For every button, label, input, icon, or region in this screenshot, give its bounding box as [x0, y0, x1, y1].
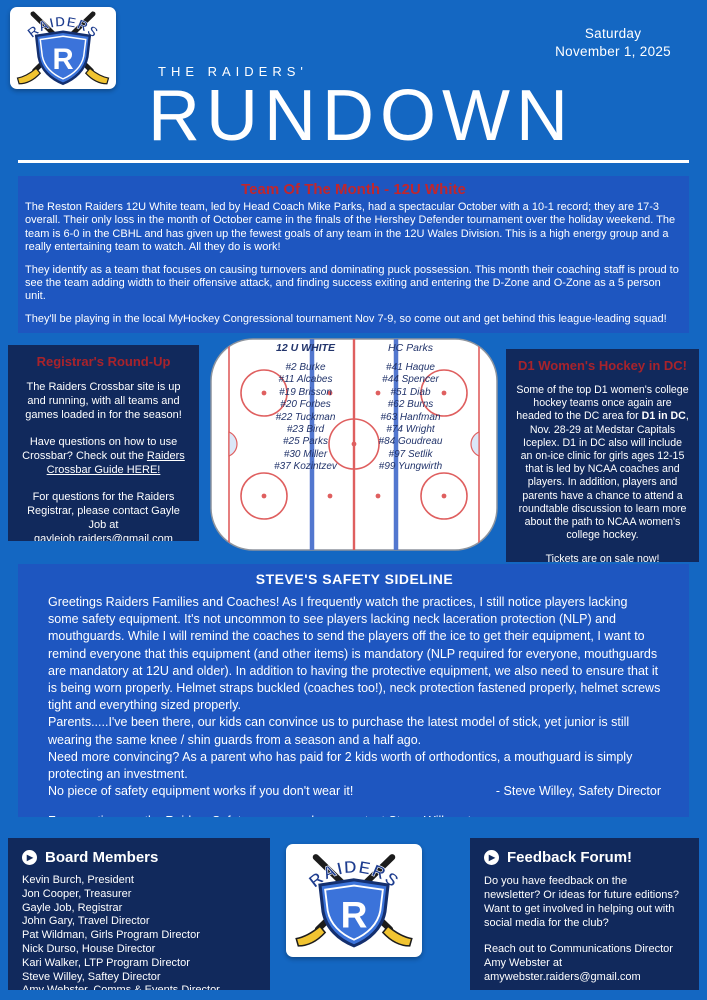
roster-player: #25 Parks [282, 436, 329, 448]
d1-body: Some of the top D1 women's college hocke… [516, 384, 689, 542]
board-member: Amy Webster, Comms & Events Director [22, 984, 256, 990]
board-panel: ▶ Board Members Kevin Burch, President J… [8, 838, 270, 990]
raiders-logo-icon [14, 9, 112, 87]
d1-body-suffix: , Nov. 28-29 at Medstar Capitals Iceplex… [518, 410, 689, 542]
registrar-paragraph-1: The Raiders Crossbar site is up and runn… [25, 381, 182, 421]
tickets-prefix: Tickets are [545, 553, 600, 562]
arrow-icon: ▶ [484, 850, 499, 865]
registrar-contact-text: For questions for the Raiders Registrar,… [27, 491, 180, 541]
registrar-panel: Registrar's Round-Up The Raiders Crossba… [8, 345, 199, 541]
safety-signature: - Steve Willey, Safety Director [495, 784, 661, 799]
safety-title: STEVE'S SAFETY SIDELINE [255, 571, 454, 587]
roster-player: #41 Haque [386, 362, 435, 373]
masthead-title: RUNDOWN [148, 76, 574, 156]
safety-contact-text: For questions on the Raiders Safety prog… [48, 813, 661, 817]
roster-column-12u-white: 12 U WHITE #2 Burke #11 Alcabes #19 Bris… [238, 342, 373, 474]
safety-panel: STEVE'S SAFETY SIDELINE Greetings Raider… [18, 564, 689, 817]
feedback-paragraph-2: Reach out to Communications Director Amy… [484, 943, 673, 983]
board-member: Jon Cooper, Treasurer [22, 887, 132, 900]
roster-player: #37 Kozintzev [274, 461, 337, 473]
masthead-kicker: THE RAIDERS' [158, 64, 308, 79]
team-of-month-title: Team Of The Month - 12U White [241, 181, 466, 198]
arrow-icon: ▶ [22, 850, 37, 865]
feedback-paragraph-1: Do you have feedback on the newsletter? … [484, 875, 680, 929]
roster-column-hc-parks: HC Parks #41 Haque #44 Spencer #51 Diab … [353, 342, 468, 474]
roster-player: #20 Forbes [280, 399, 331, 411]
roster-player: #2 Burke [285, 362, 326, 373]
registrar-question-text: Have questions on how to use Crossbar? C… [22, 436, 178, 462]
board-member: John Gary, Travel Director [22, 915, 150, 928]
roster-player: #44 Spencer [382, 374, 439, 386]
roster-right-header: HC Parks [388, 342, 433, 354]
roster-player: #63 Hanfman [380, 411, 441, 423]
raiders-logo-bottom [286, 844, 422, 957]
board-title-row: ▶ Board Members [22, 849, 256, 866]
tickets-suffix: now! [634, 553, 660, 562]
board-member: Kari Walker, LTP Program Director [22, 956, 190, 969]
registrar-paragraph-2: Have questions on how to use Crossbar? C… [18, 435, 189, 477]
safety-paragraph-4: No piece of safety equipment works if yo… [48, 784, 354, 799]
safety-paragraph-3: Need more convincing? As a parent who ha… [48, 749, 633, 782]
raiders-logo-top [10, 7, 116, 89]
crossbar-guide-link[interactable]: Raiders Crossbar Guide HERE! [46, 450, 185, 476]
board-member: Kevin Burch, President [22, 874, 134, 886]
roster-player: #99 Yungwirth [378, 461, 443, 473]
roster-player: #84 Goudreau [378, 436, 443, 448]
registrar-title: Registrar's Round-Up [36, 354, 171, 369]
board-member: Gayle Job, Registrar [22, 901, 123, 914]
board-member: Pat Wildman, Girls Program Director [22, 929, 200, 942]
roster-player: #19 Brisson [279, 386, 332, 398]
team-paragraph-2: They identify as a team that focuses on … [25, 263, 679, 303]
team-of-month-panel: Team Of The Month - 12U White The Reston… [18, 176, 689, 333]
d1-panel: D1 Women's Hockey in DC! Some of the top… [506, 349, 699, 562]
roster-player: #11 Alcabes [278, 374, 333, 386]
feedback-title: Feedback Forum! [507, 849, 633, 866]
feedback-title-row: ▶ Feedback Forum! [484, 849, 685, 866]
team-paragraph-1: The Reston Raiders 12U White team, led b… [25, 201, 676, 254]
board-member: Nick Durso, House Director [22, 942, 156, 955]
board-title: Board Members [45, 849, 159, 866]
roster-player: #30 Miller [283, 448, 328, 460]
safety-paragraph-1: Greetings Raiders Families and Coaches! … [48, 595, 661, 713]
d1-body-bold: D1 in DC [641, 410, 686, 423]
roster-left-header: 12 U WHITE [276, 342, 335, 354]
issue-date: Saturday November 1, 2025 [555, 25, 671, 61]
d1-tickets-line: Tickets are on sale now! [516, 553, 689, 562]
masthead-divider [18, 160, 689, 163]
team-paragraph-3: They'll be playing in the local MyHockey… [25, 312, 667, 325]
rink-graphic: 12 U WHITE #2 Burke #11 Alcabes #19 Bris… [208, 336, 500, 553]
board-member: Steve Willey, Saftey Director [22, 970, 161, 983]
roster-player: #51 Diab [390, 386, 431, 398]
safety-paragraph-2: Parents.....I've been there, our kids ca… [48, 715, 630, 747]
rink-icon [210, 338, 498, 551]
d1-title: D1 Women's Hockey in DC! [518, 358, 687, 373]
safety-last-line: No piece of safety equipment works if yo… [48, 783, 661, 800]
feedback-panel: ▶ Feedback Forum! Do you have feedback o… [470, 838, 699, 990]
roster-player: #23 Bird [286, 424, 325, 436]
issue-date-day: Saturday [584, 26, 642, 41]
roster-player: #22 Tuckman [275, 411, 336, 423]
roster-player: #62 Burns [387, 399, 434, 411]
d1-body-prefix: Some of the top D1 women's college hocke… [516, 384, 689, 423]
raiders-logo-icon [292, 851, 416, 950]
roster-player: #74 Wright [386, 424, 435, 436]
issue-date-full: November 1, 2025 [555, 44, 671, 60]
roster-player: #97 Setlik [388, 448, 433, 460]
tickets-on-sale-link[interactable]: on sale [599, 553, 635, 562]
